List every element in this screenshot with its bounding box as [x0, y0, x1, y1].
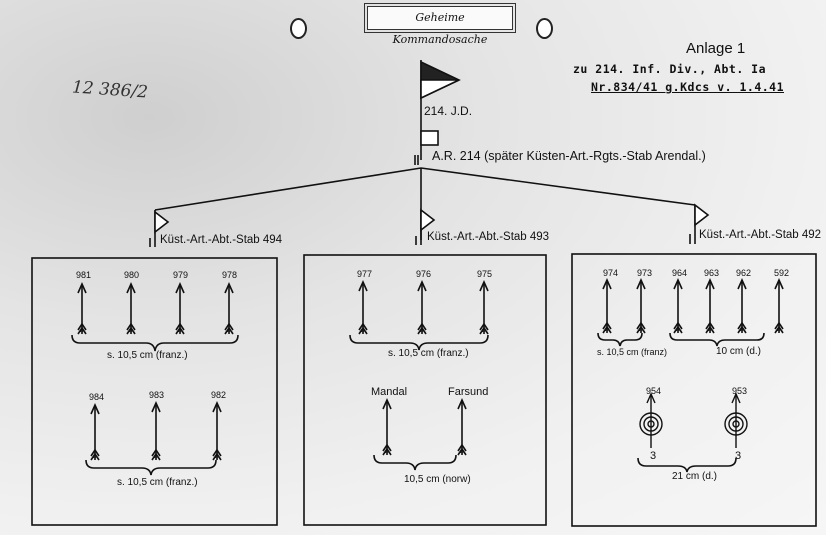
battalion-label-494: Küst.-Art.-Abt.-Stab 494	[160, 234, 283, 246]
battalion-flag	[154, 210, 170, 234]
battery-number: 981	[76, 270, 92, 280]
battery-arrow: 4	[175, 282, 185, 335]
gun-count: 4	[740, 328, 744, 334]
heavy-battery-symbol	[639, 392, 663, 448]
battalion-box-492	[571, 253, 817, 527]
battery-arrow: 4	[417, 280, 427, 335]
punch-hole-left	[290, 18, 307, 39]
group-caption: 21 cm (d.)	[672, 471, 718, 482]
battery-number: 984	[89, 392, 105, 402]
regiment-label: A.R. 214 (später Küsten-Art.-Rgts.-Stab …	[432, 149, 706, 163]
branch-line-494	[154, 167, 422, 211]
battery-arrow: 4	[479, 280, 489, 335]
gun-count: 4	[482, 329, 486, 335]
battery-number: 962	[736, 268, 752, 278]
gun-count: 4	[460, 450, 464, 456]
gun-count: 4	[154, 455, 158, 461]
battery-number: 979	[173, 270, 189, 280]
punch-hole-right	[536, 18, 553, 39]
branch-line-492	[420, 167, 696, 206]
regiment-flag	[420, 130, 439, 146]
gun-count: 4	[385, 450, 389, 456]
battery-arrow: 4	[382, 398, 392, 456]
gun-count: 4	[676, 328, 680, 334]
gun-count: 4	[80, 329, 84, 335]
battery-arrow: 4	[737, 278, 747, 334]
battery-number: 954	[646, 386, 662, 396]
battery-arrow: 4	[90, 403, 100, 461]
battalion-flag	[694, 203, 710, 227]
gun-count: 4	[777, 328, 781, 334]
battery-arrow: 4	[673, 278, 683, 334]
gun-count: 4	[639, 328, 643, 334]
battery-number: 592	[774, 268, 790, 278]
battery-number: 973	[637, 268, 653, 278]
gun-count-label: 3	[735, 450, 742, 462]
battery-number: 953	[732, 386, 748, 396]
group-brace	[597, 332, 643, 347]
battery-number: 980	[124, 270, 140, 280]
battery-arrow: 4	[705, 278, 715, 334]
group-caption: 10 cm (d.)	[716, 346, 762, 357]
group-brace	[373, 454, 457, 471]
battery-arrow: 4	[602, 278, 612, 334]
battery-number: 982	[211, 390, 227, 400]
group-brace	[637, 457, 737, 473]
secret-stamp: Geheime Kommandosache	[364, 3, 516, 46]
group-brace	[85, 459, 217, 476]
gun-count: 4	[129, 329, 133, 335]
gun-count: 4	[420, 329, 424, 335]
reference-line-2: Nr.834/41 g.Kdcs v. 1.4.41	[591, 80, 785, 94]
gun-count-label: 3	[650, 450, 657, 462]
group-brace	[349, 334, 489, 351]
battalion-label-493: Küst.-Art.-Abt.-Stab 493	[427, 231, 550, 243]
gun-count: 4	[361, 329, 365, 335]
battery-arrow: 4	[457, 398, 467, 456]
division-label: 214. J.D.	[424, 104, 473, 118]
gun-count: 4	[178, 329, 182, 335]
battery-arrow: 4	[212, 401, 222, 461]
battery-number: 974	[603, 268, 619, 278]
battery-arrow: 4	[358, 280, 368, 335]
battery-arrow: 4	[77, 282, 87, 335]
group-caption: 10,5 cm (norw)	[404, 474, 471, 485]
battalion-box-494	[31, 257, 278, 526]
battery-arrow: 4	[151, 401, 161, 461]
battery-number: 977	[357, 269, 373, 279]
battery-arrow: 4	[126, 282, 136, 335]
annex-label: Anlage 1	[686, 40, 746, 57]
battery-number: 964	[672, 268, 688, 278]
battalion-label-492: Küst.-Art.-Abt.-Stab 492	[699, 229, 822, 241]
group-brace	[71, 334, 239, 352]
heavy-battery-symbol	[724, 392, 748, 448]
gun-count: 4	[215, 455, 219, 461]
battalion-flag	[420, 208, 436, 232]
battery-name: Mandal	[371, 386, 408, 398]
group-caption: s. 10,5 cm (franz)	[597, 347, 668, 357]
battery-number: 963	[704, 268, 720, 278]
battery-arrow: 4	[636, 278, 646, 334]
battery-number: 976	[416, 269, 432, 279]
reference-line-1: zu 214. Inf. Div., Abt. Ia	[573, 62, 767, 76]
battery-arrow: 4	[224, 282, 234, 335]
battery-number: 983	[149, 390, 165, 400]
group-brace	[669, 332, 765, 347]
gun-count: 4	[227, 329, 231, 335]
battery-number: 978	[222, 270, 238, 280]
gun-count: 4	[708, 328, 712, 334]
gun-count: 4	[93, 455, 97, 461]
gun-count: 4	[605, 328, 609, 334]
battery-number: 975	[477, 269, 493, 279]
battery-name: Farsund	[448, 386, 489, 398]
group-caption: s. 10,5 cm (franz.)	[107, 350, 188, 361]
battalion-box-493	[303, 254, 547, 526]
battery-arrow: 4	[774, 278, 784, 334]
group-caption: s. 10,5 cm (franz.)	[117, 477, 198, 488]
group-caption: s. 10,5 cm (franz.)	[388, 348, 469, 359]
